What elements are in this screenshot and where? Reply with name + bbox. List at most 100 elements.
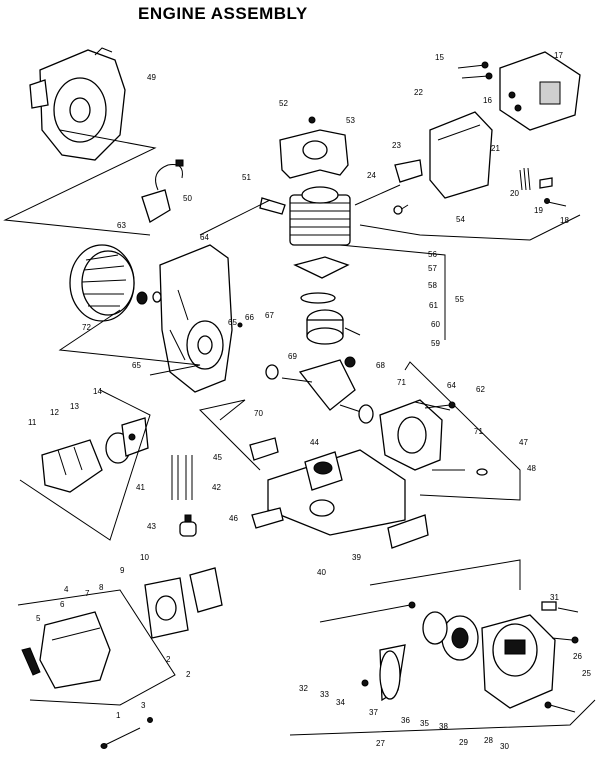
callout-50: 50	[183, 194, 192, 203]
part-56-cylinder	[259, 186, 351, 246]
callout-65: 65	[132, 361, 141, 370]
callout-72: 72	[82, 323, 91, 332]
callout-38: 38	[439, 722, 448, 731]
callout-28: 28	[484, 736, 493, 745]
callout-13: 13	[70, 402, 79, 411]
callout-62: 62	[476, 385, 485, 394]
callout-66: 66	[245, 313, 254, 322]
callout-8: 8	[99, 583, 104, 592]
part-22-air-filter-cover	[429, 111, 493, 199]
callout-68: 68	[376, 361, 385, 370]
part-5-lever	[21, 647, 41, 676]
callout-47: 47	[519, 438, 528, 447]
callout-labels: 1223456789101112131415161718192021222324…	[28, 51, 591, 751]
callout-55: 55	[455, 295, 464, 304]
callout-25: 25	[582, 669, 591, 678]
part-58-ring	[300, 292, 336, 304]
callout-58: 58	[428, 281, 437, 290]
callout-63: 63	[117, 221, 126, 230]
callout-41: 41	[136, 483, 145, 492]
part-57-gasket	[293, 256, 350, 279]
part-14-spacer	[121, 417, 149, 457]
diagram-title: ENGINE ASSEMBLY	[138, 4, 308, 23]
callout-48: 48	[527, 464, 536, 473]
part-50-ignition-module	[141, 159, 184, 223]
part-20-spring	[519, 167, 553, 191]
part-45-pad	[249, 437, 279, 461]
callout-39: 39	[352, 553, 361, 562]
callout-2: 2	[166, 655, 171, 664]
part-29-pulley	[441, 615, 479, 661]
callout-64: 64	[447, 381, 456, 390]
callout-12: 12	[50, 408, 59, 417]
callout-51: 51	[242, 173, 251, 182]
part-11-carburetor	[41, 439, 103, 493]
callout-33: 33	[320, 690, 329, 699]
callout-57: 57	[428, 264, 437, 273]
part-2-filter-cover	[39, 611, 111, 689]
callout-15: 15	[435, 53, 444, 62]
callout-22: 22	[414, 88, 423, 97]
fasteners	[100, 61, 579, 749]
callout-49: 49	[147, 73, 156, 82]
callout-67: 67	[265, 311, 274, 320]
callout-3: 3	[141, 701, 146, 710]
callout-64: 64	[200, 233, 209, 242]
part-17-muffler	[499, 51, 581, 131]
callout-31: 31	[550, 593, 559, 602]
callout-23: 23	[392, 141, 401, 150]
callout-29: 29	[459, 738, 468, 747]
part-35-spring-cup	[422, 611, 448, 645]
part-46-pad	[251, 507, 284, 529]
callout-43: 43	[147, 522, 156, 531]
callout-30: 30	[500, 742, 509, 751]
callout-24: 24	[367, 171, 376, 180]
part-28-starter-housing	[481, 614, 556, 709]
part-crankcase-right	[379, 399, 451, 471]
callout-61: 61	[429, 301, 438, 310]
part-53-cylinder-shroud	[279, 129, 349, 179]
callout-35: 35	[420, 719, 429, 728]
callout-42: 42	[212, 483, 221, 492]
part-41-42-fuel-lines	[171, 455, 193, 500]
callout-19: 19	[534, 206, 543, 215]
callout-59: 59	[431, 339, 440, 348]
callout-46: 46	[229, 514, 238, 523]
part-40-fuel-tank	[267, 449, 406, 536]
part-23-handle	[354, 159, 423, 206]
callout-37: 37	[369, 708, 378, 717]
callout-36: 36	[401, 716, 410, 725]
callout-16: 16	[483, 96, 492, 105]
part-61-piston	[306, 309, 361, 345]
callout-65: 65	[228, 318, 237, 327]
callout-70: 70	[254, 409, 263, 418]
callout-69: 69	[288, 352, 297, 361]
part-10-bracket	[189, 567, 223, 613]
part-70-crankshaft	[265, 359, 374, 424]
callout-5: 5	[36, 614, 41, 623]
callout-71: 71	[397, 378, 406, 387]
part-9-filter	[144, 577, 189, 639]
callout-10: 10	[140, 553, 149, 562]
callout-54: 54	[456, 215, 465, 224]
assembly-leader-lines	[3, 129, 596, 736]
callout-44: 44	[310, 438, 319, 447]
callout-21: 21	[491, 144, 500, 153]
callout-60: 60	[431, 320, 440, 329]
callout-7: 7	[85, 589, 90, 598]
callout-1: 1	[116, 711, 121, 720]
callout-27: 27	[376, 739, 385, 748]
callout-9: 9	[120, 566, 125, 575]
callout-40: 40	[317, 568, 326, 577]
callout-52: 52	[279, 99, 288, 108]
callout-56: 56	[428, 250, 437, 259]
callout-18: 18	[560, 216, 569, 225]
callout-2: 2	[186, 670, 191, 679]
callout-11: 11	[28, 418, 37, 427]
callout-14: 14	[93, 387, 102, 396]
callout-53: 53	[346, 116, 355, 125]
part-43-fuel-filter	[179, 514, 197, 537]
callout-45: 45	[213, 453, 222, 462]
part-49-fan-housing	[29, 47, 126, 161]
